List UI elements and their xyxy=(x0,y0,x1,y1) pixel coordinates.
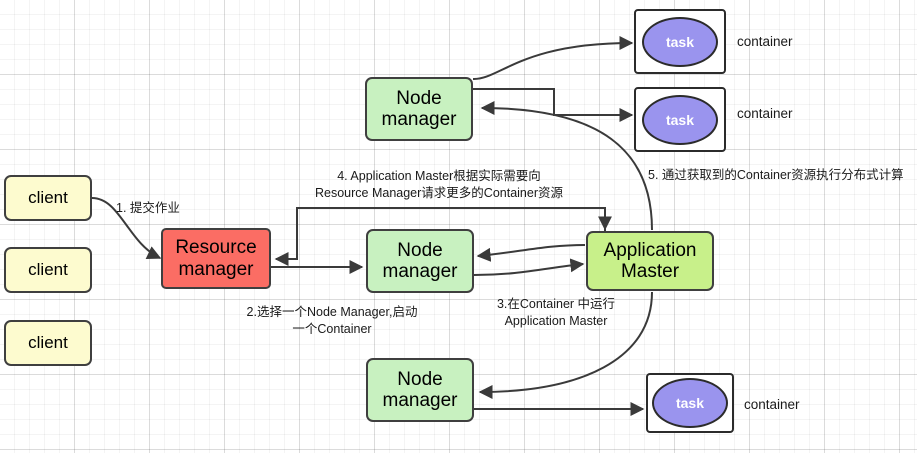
task-bottom-label: task xyxy=(675,395,705,411)
container-label-bottom: container xyxy=(744,397,800,412)
node-application-master-label: Application Master xyxy=(603,239,697,282)
node-client-1[interactable]: client xyxy=(4,175,92,221)
node-resource-manager[interactable]: Resource manager xyxy=(161,228,271,289)
task-top[interactable]: task xyxy=(642,16,718,67)
node-client-2[interactable]: client xyxy=(4,247,92,293)
node-manager-bottom-label: Node manager xyxy=(382,368,458,411)
node-client-3[interactable]: client xyxy=(4,320,92,366)
node-client-2-label: client xyxy=(28,260,68,280)
node-manager-top[interactable]: Node manager xyxy=(365,77,473,141)
task-bottom[interactable]: task xyxy=(652,378,728,428)
task-second[interactable]: task xyxy=(642,94,718,145)
edge-node-manager-top-to-task-top xyxy=(472,36,634,81)
container-box-bottom[interactable]: task xyxy=(646,373,734,433)
task-top-label: task xyxy=(665,33,695,50)
container-box-top[interactable]: task xyxy=(634,9,726,74)
edge-node-manager-top-to-task-second xyxy=(473,88,634,122)
edge-application-master-to-node-manager xyxy=(476,244,586,262)
edge-node-manager-to-application-master xyxy=(473,258,585,276)
node-manager-top-label: Node manager xyxy=(381,87,457,130)
node-application-master[interactable]: Application Master xyxy=(586,231,714,291)
edge-client-to-resource-manager xyxy=(91,197,162,259)
node-resource-manager-label: Resource manager xyxy=(175,237,257,280)
edge-application-master-to-node-manager-top xyxy=(480,101,653,231)
container-label-second: container xyxy=(737,106,793,121)
edge-label-step-1: 1. 提交作业 xyxy=(116,201,180,215)
container-box-second[interactable]: task xyxy=(634,87,726,152)
edge-application-master-to-node-manager-bottom xyxy=(478,291,653,399)
node-client-3-label: client xyxy=(28,333,68,353)
edge-label-step-2: 2.选择一个Node Manager,启动一个Container xyxy=(246,305,418,336)
task-second-label: task xyxy=(665,111,695,128)
container-label-top: container xyxy=(737,34,793,49)
node-manager-mid-label: Node manager xyxy=(382,239,458,282)
node-manager-mid[interactable]: Node manager xyxy=(366,229,474,293)
node-manager-bottom[interactable]: Node manager xyxy=(366,358,474,422)
edge-label-step-5: 5. 通过获取到的Container资源执行分布式计算 xyxy=(648,168,904,182)
node-client-1-label: client xyxy=(28,188,68,208)
